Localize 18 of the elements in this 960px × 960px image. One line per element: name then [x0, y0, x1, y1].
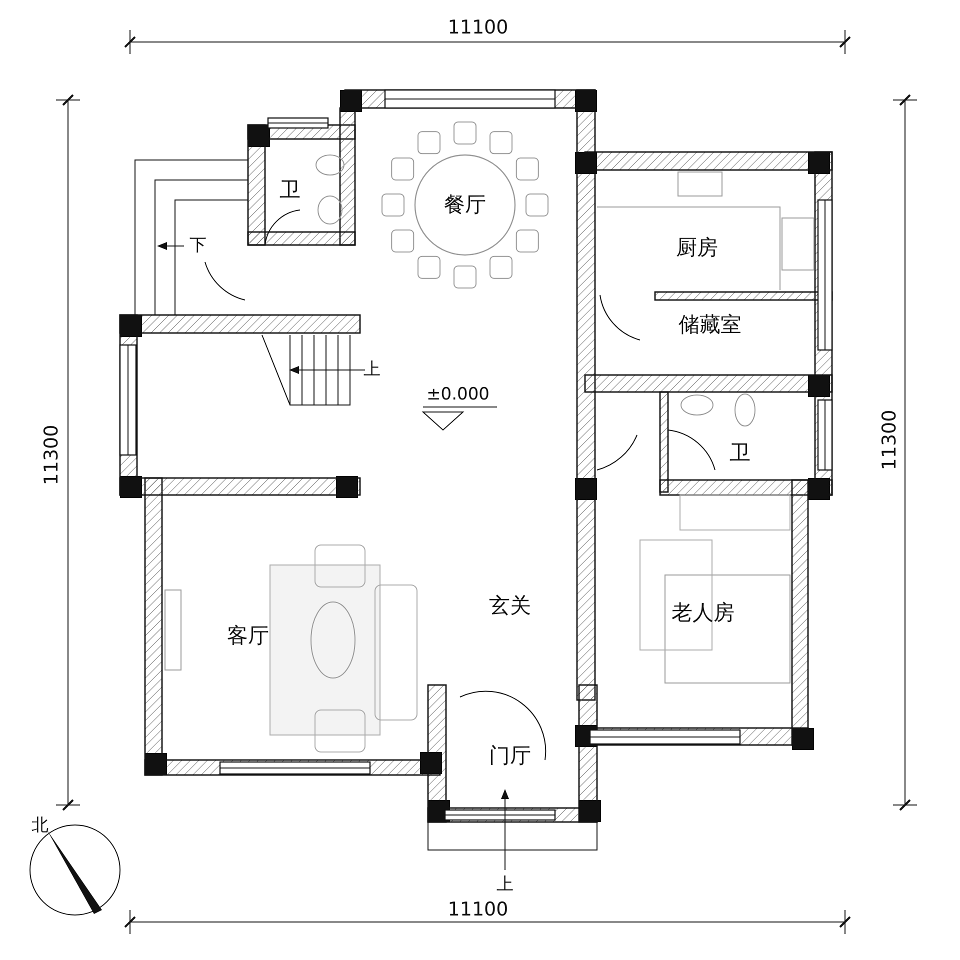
direction-label: 上: [364, 362, 380, 378]
room-label: 客厅: [227, 626, 269, 646]
room-label: 卫: [280, 180, 300, 200]
room-label: 储藏室: [678, 314, 742, 336]
room-label: 老人房: [672, 602, 734, 624]
north-label: 北: [32, 818, 48, 834]
dimension-value: 11100: [448, 18, 508, 38]
room-label: 卫: [730, 442, 750, 464]
room-label: 厨房: [676, 238, 718, 258]
room-label: 餐厅: [444, 194, 486, 216]
direction-label: 下: [190, 238, 206, 254]
level-value: ±0.000: [426, 386, 490, 404]
dimension-value: 11300: [42, 424, 62, 486]
room-label: 门厅: [489, 746, 531, 766]
dimension-value: 11300: [880, 410, 900, 470]
room-label: 玄关: [489, 596, 531, 616]
dimension-value: 11100: [448, 900, 508, 920]
direction-label: 上: [496, 876, 514, 894]
